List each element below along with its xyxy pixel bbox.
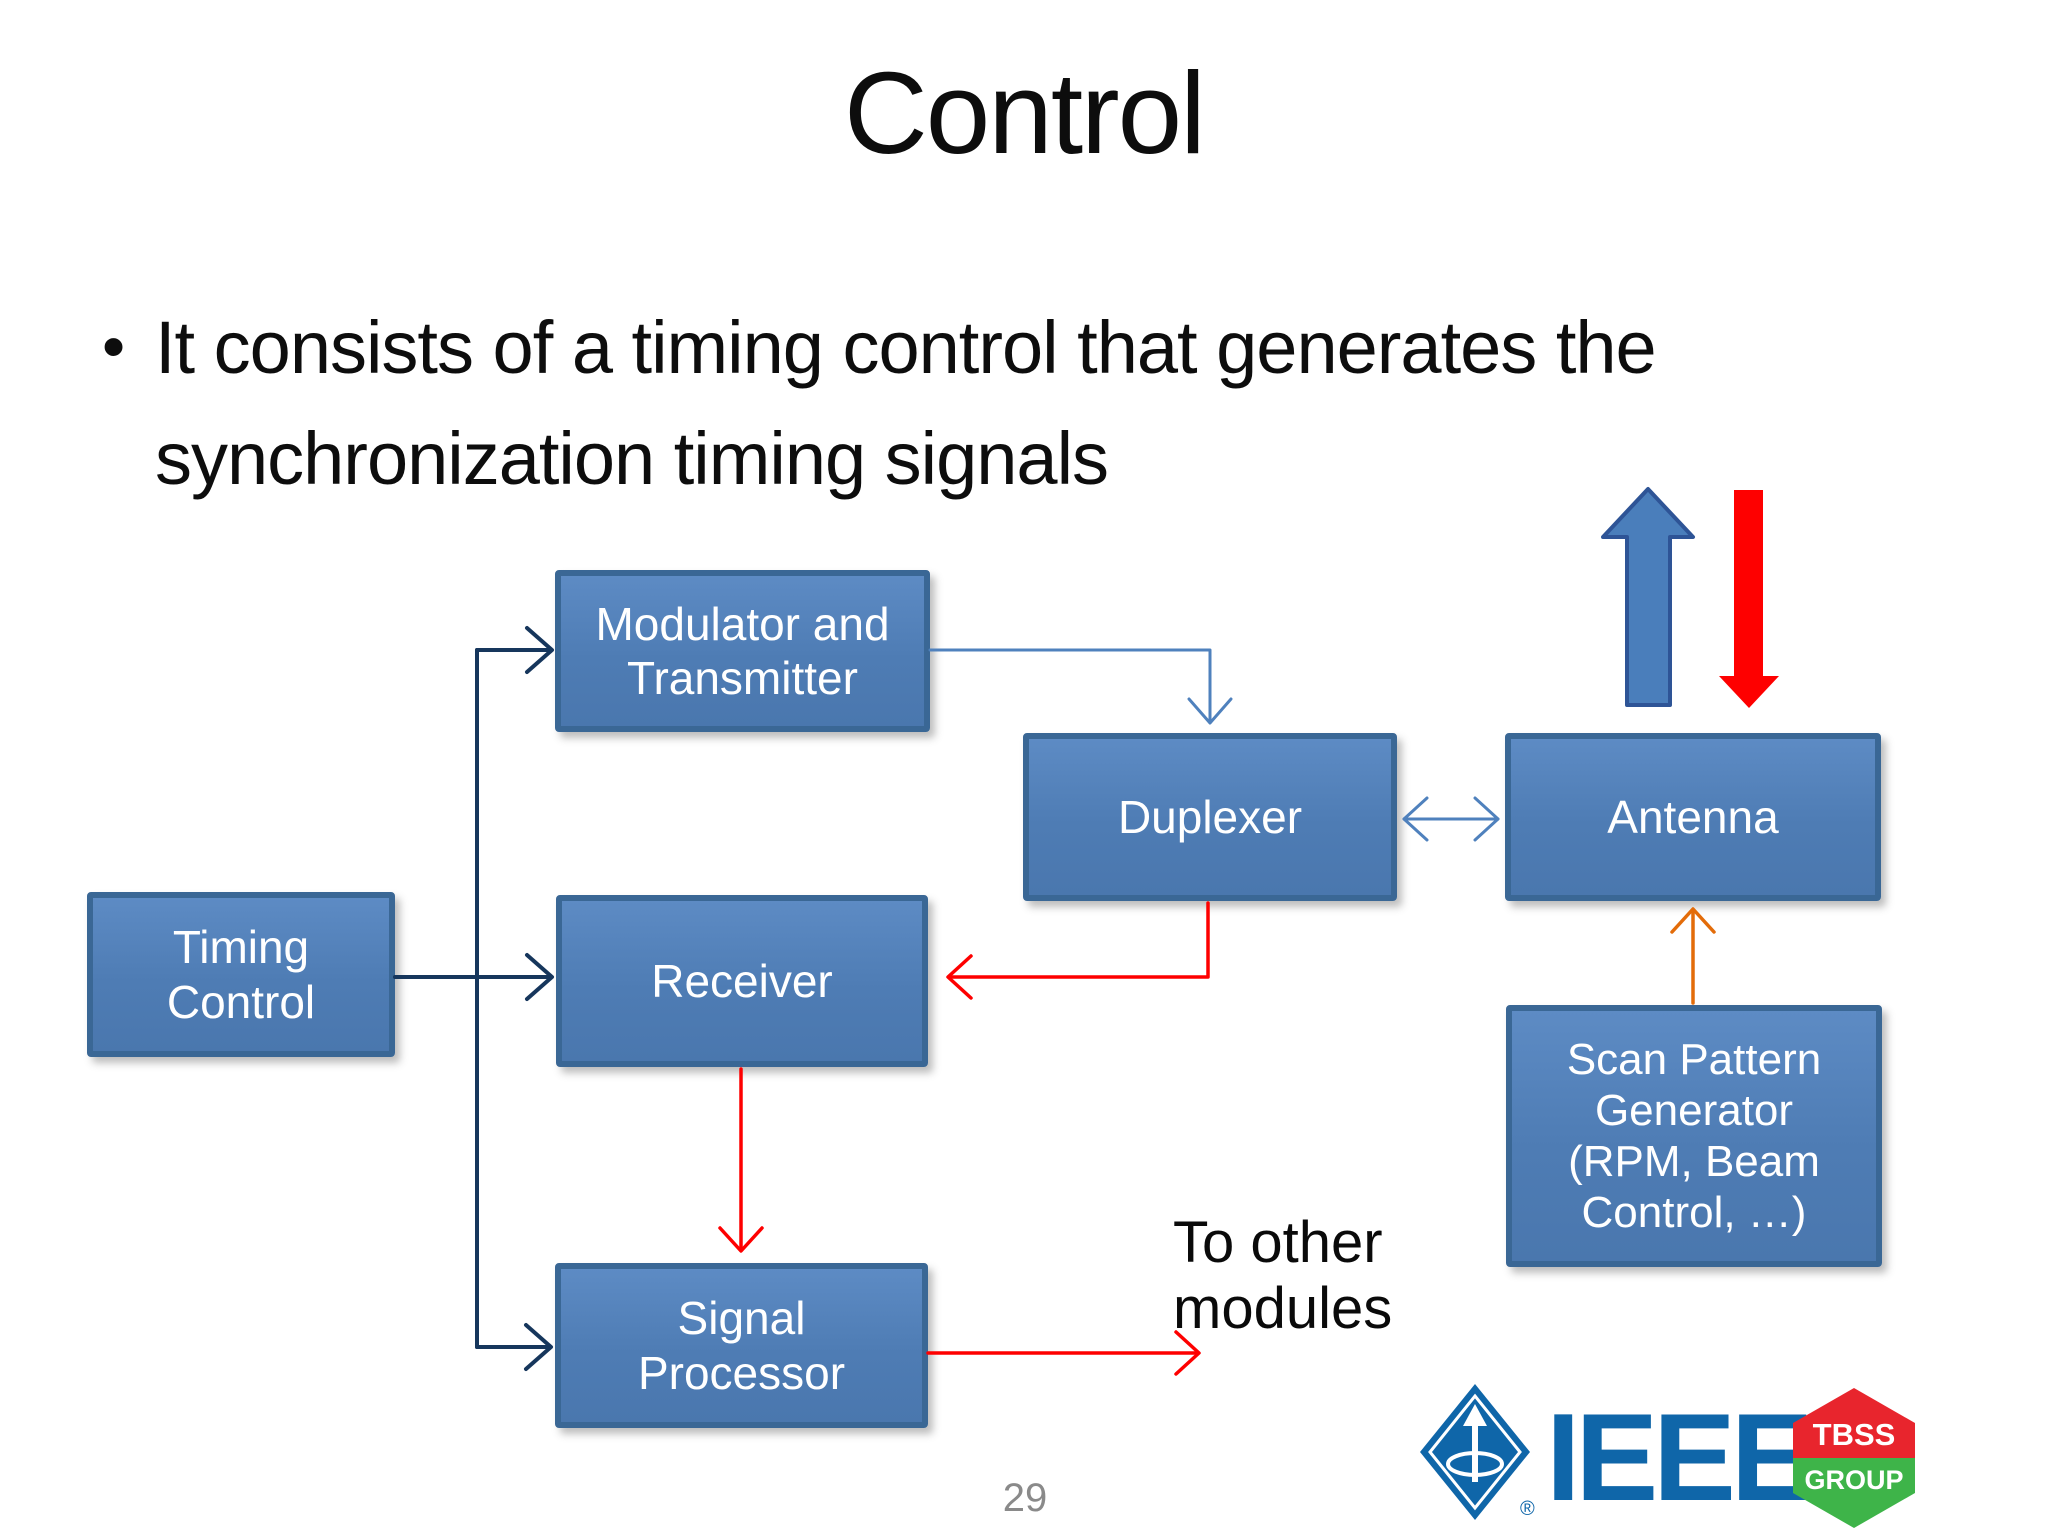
- diagram-node-duplexer: Duplexer: [1023, 733, 1397, 901]
- ieee-inner-diamond-icon: [1428, 1393, 1522, 1511]
- diagram-node-timing-control: Timing Control: [87, 892, 395, 1057]
- timing-control-connectors: [393, 626, 554, 1371]
- diagram-node-scan-pattern-generator: Scan Pattern Generator (RPM, Beam Contro…: [1506, 1005, 1882, 1267]
- bullet-marker: •: [102, 309, 126, 383]
- tbss-green-half-icon: [1793, 1458, 1915, 1528]
- duplexer-to-receiver-arrowhead-icon: [946, 954, 973, 1000]
- tbss-red-half-icon: [1793, 1388, 1915, 1458]
- timing-to-receiver-arrowhead-icon: [525, 953, 554, 1001]
- ieee-orbit-icon: [1446, 1451, 1504, 1477]
- receive-down-block-arrow-icon: [1719, 490, 1779, 708]
- tbss-group-logo: TBSS GROUP: [1793, 1388, 1915, 1528]
- receiver-to-signal-arrowhead-icon: [718, 1226, 764, 1253]
- ieee-wordmark: IEEE: [1546, 1389, 1814, 1527]
- diagram-node-signal-processor: Signal Processor: [555, 1263, 928, 1428]
- ieee-registered-mark: ®: [1520, 1498, 1535, 1520]
- timing-to-signal-arrowhead-icon: [524, 1323, 553, 1371]
- duplexer-to-receiver-line: [948, 901, 1210, 979]
- scan-to-antenna-arrowhead-icon: [1670, 907, 1716, 934]
- ieee-logo: [1420, 1384, 1530, 1520]
- diagram-node-antenna: Antenna: [1505, 733, 1881, 901]
- modulator-to-duplexer-line: [928, 648, 1212, 722]
- modulator-to-duplexer-arrowhead-icon: [1187, 697, 1233, 725]
- transmit-up-block-arrow-icon: [1601, 487, 1695, 707]
- slide-title: Control: [844, 48, 1206, 178]
- bullet-text: It consists of a timing control that gen…: [155, 306, 1657, 500]
- timing-to-modulator-arrowhead-icon: [525, 626, 554, 674]
- orange-connectors: [1670, 907, 1716, 1005]
- diagram-node-receiver: Receiver: [556, 895, 928, 1067]
- page-number: 29: [1002, 1476, 1048, 1520]
- ieee-arrowhead-icon: [1463, 1404, 1487, 1426]
- to-other-modules-label: To other modules: [1173, 1210, 1393, 1342]
- tbss-text: TBSS: [1813, 1417, 1896, 1452]
- diagram-node-modulator-transmitter: Modulator and Transmitter: [555, 570, 930, 732]
- duplexer-antenna-left-arrowhead-icon: [1402, 796, 1429, 842]
- tbss-group-text: GROUP: [1804, 1465, 1903, 1495]
- duplexer-antenna-right-arrowhead-icon: [1473, 796, 1500, 842]
